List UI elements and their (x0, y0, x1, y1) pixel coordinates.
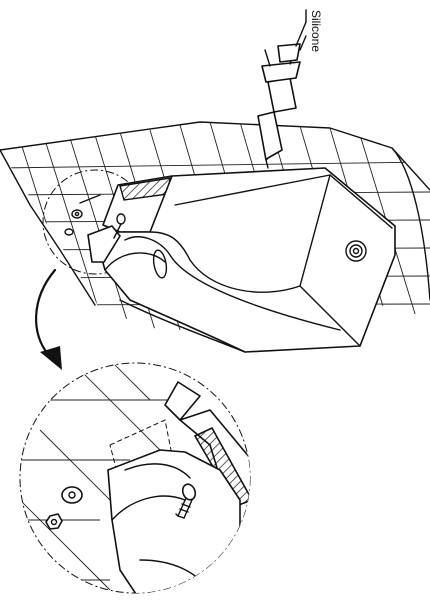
wall-screw-small (64, 194, 101, 236)
zoom-arrow-icon (35, 268, 62, 370)
silicone-label: Silicone (309, 10, 323, 52)
side-nut-icon (345, 240, 367, 262)
detail-screw-icon (175, 483, 197, 519)
flange-screw-icon (113, 213, 126, 239)
detail-nut-icon (45, 513, 63, 530)
silicone-gun-icon (257, 35, 307, 169)
fixture-body (87, 167, 396, 353)
detail-zoom-view (19, 362, 251, 594)
silicone-callout: Silicone (295, 9, 323, 52)
detail-washer-icon (61, 486, 83, 504)
fixture-outlet (152, 249, 168, 279)
